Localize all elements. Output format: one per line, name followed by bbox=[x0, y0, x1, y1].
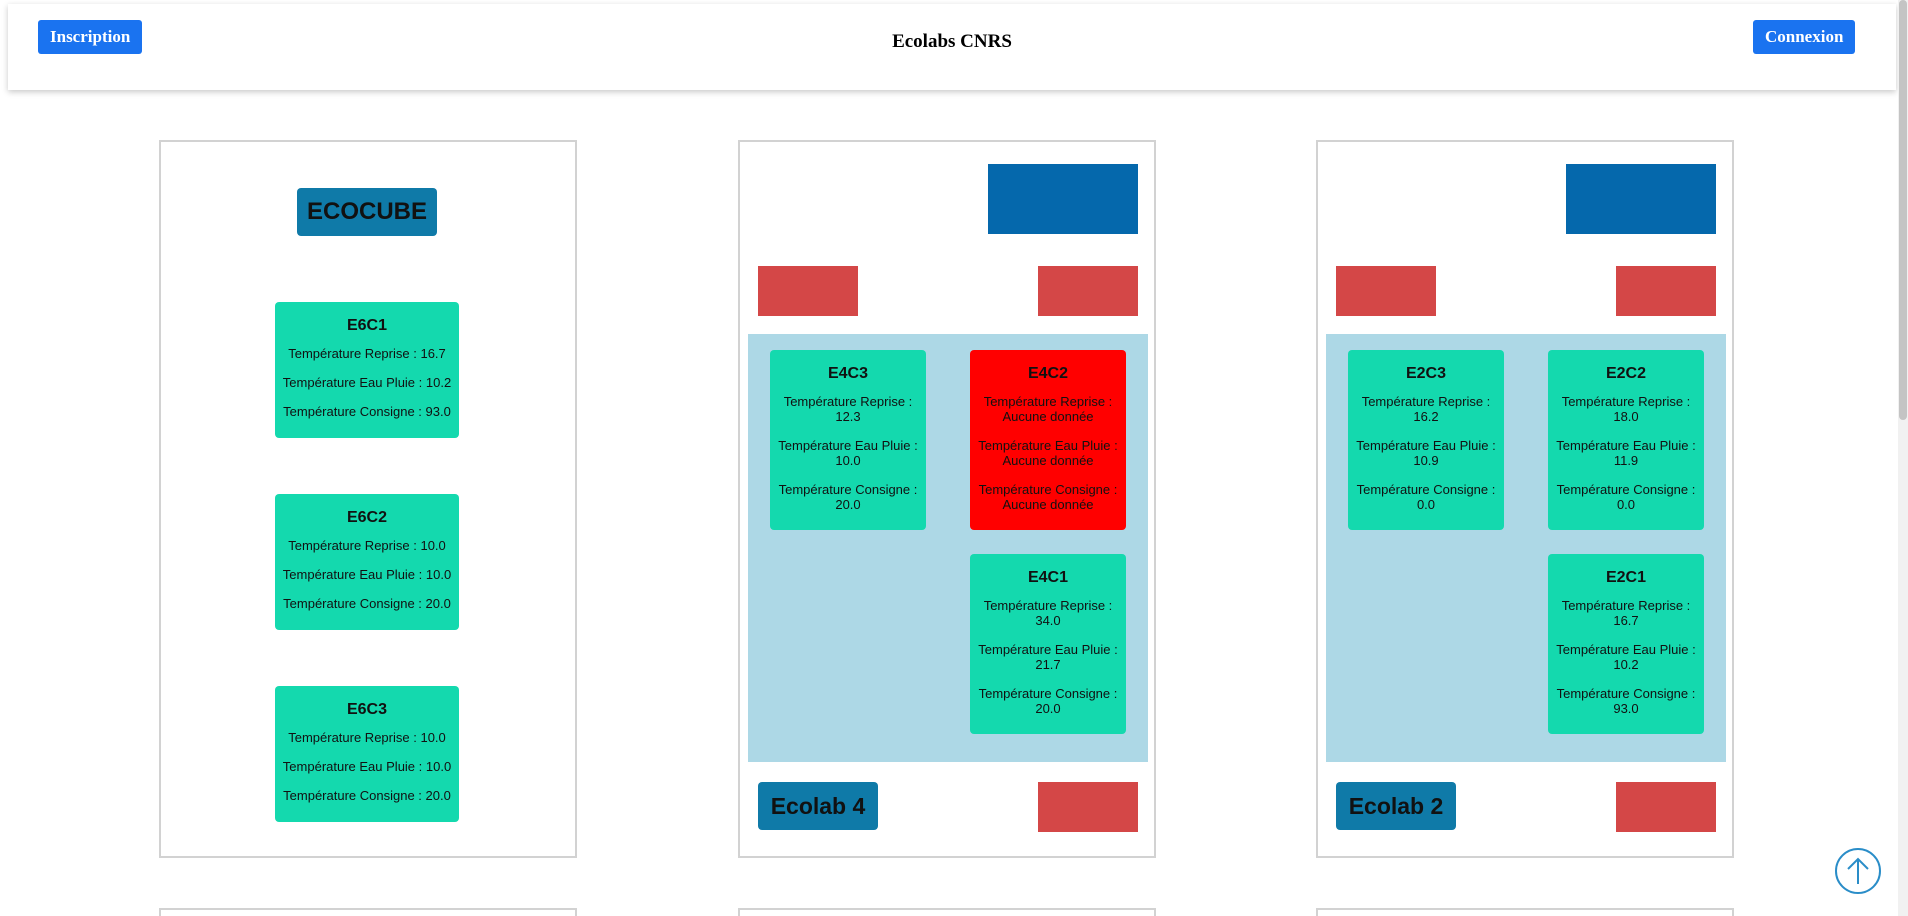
room-card-e2c2[interactable]: E2C2 Température Reprise :18.0 Températu… bbox=[1548, 350, 1704, 530]
room-name: E2C2 bbox=[1605, 365, 1647, 382]
ecolab4-badge: Ecolab 4 bbox=[758, 782, 878, 830]
temp-eau-pluie: Température Eau Pluie : 10.2 bbox=[282, 375, 452, 390]
room-name: E4C3 bbox=[827, 365, 869, 382]
red-block bbox=[1038, 266, 1138, 316]
ecolab4-panel: E4C3 Température Reprise :12.3 Températu… bbox=[738, 140, 1156, 858]
navbar: Inscription Ecolabs CNRS Connexion bbox=[8, 4, 1896, 90]
temp-reprise: Température Reprise :16.7 bbox=[1561, 598, 1691, 628]
blue-block bbox=[1566, 164, 1716, 234]
temp-eau-pluie: Température Eau Pluie :10.0 bbox=[778, 438, 918, 468]
temp-consigne: Température Consigne :20.0 bbox=[778, 482, 918, 512]
next-panel bbox=[159, 908, 577, 916]
temp-consigne: Température Consigne :Aucune donnée bbox=[978, 482, 1118, 512]
room-card-e4c3[interactable]: E4C3 Température Reprise :12.3 Températu… bbox=[770, 350, 926, 530]
temp-eau-pluie: Température Eau Pluie :10.9 bbox=[1356, 438, 1496, 468]
temp-consigne: Température Consigne :93.0 bbox=[1556, 686, 1696, 716]
arrow-up-circle-icon bbox=[1847, 857, 1869, 884]
room-card-e6c1[interactable]: E6C1 Température Reprise : 16.7 Températ… bbox=[275, 302, 459, 438]
room-name: E2C3 bbox=[1405, 365, 1447, 382]
temp-reprise: Température Reprise :16.2 bbox=[1361, 394, 1491, 424]
room-name: E4C1 bbox=[1027, 569, 1069, 586]
temp-reprise: Température Reprise : 16.7 bbox=[288, 346, 446, 361]
scroll-top-button[interactable] bbox=[1835, 848, 1881, 894]
temp-reprise: Température Reprise :Aucune donnée bbox=[983, 394, 1113, 424]
room-name: E6C3 bbox=[346, 701, 388, 718]
ecocube-badge: ECOCUBE bbox=[297, 188, 437, 236]
room-card-e6c2[interactable]: E6C2 Température Reprise : 10.0 Températ… bbox=[275, 494, 459, 630]
red-block bbox=[1616, 266, 1716, 316]
temp-eau-pluie: Température Eau Pluie :21.7 bbox=[978, 642, 1118, 672]
register-button[interactable]: Inscription bbox=[38, 20, 143, 54]
temp-reprise: Température Reprise : 10.0 bbox=[288, 730, 446, 745]
ecolab2-panel: E2C3 Température Reprise :16.2 Températu… bbox=[1316, 140, 1734, 858]
room-name: E6C2 bbox=[346, 509, 388, 526]
temp-reprise: Température Reprise :12.3 bbox=[783, 394, 913, 424]
ecocube-panel: ECOCUBE E6C1 Température Reprise : 16.7 … bbox=[159, 140, 577, 858]
room-card-e2c3[interactable]: E2C3 Température Reprise :16.2 Températu… bbox=[1348, 350, 1504, 530]
temp-eau-pluie: Température Eau Pluie : 10.0 bbox=[282, 759, 452, 774]
room-name: E4C2 bbox=[1027, 365, 1069, 382]
red-block bbox=[758, 266, 858, 316]
scrollbar-thumb[interactable] bbox=[1899, 0, 1907, 420]
temp-consigne: Température Consigne : 20.0 bbox=[283, 788, 451, 803]
temp-reprise: Température Reprise : 10.0 bbox=[288, 538, 446, 553]
temp-eau-pluie: Température Eau Pluie :11.9 bbox=[1556, 438, 1696, 468]
temp-eau-pluie: Température Eau Pluie :Aucune donnée bbox=[978, 438, 1118, 468]
temp-consigne: Température Consigne :0.0 bbox=[1556, 482, 1696, 512]
ecolab2-badge: Ecolab 2 bbox=[1336, 782, 1456, 830]
page-scrollbar[interactable] bbox=[1898, 0, 1908, 916]
temp-eau-pluie: Température Eau Pluie :10.2 bbox=[1556, 642, 1696, 672]
next-panel bbox=[738, 908, 1156, 916]
temp-consigne: Température Consigne : 20.0 bbox=[283, 596, 451, 611]
login-button[interactable]: Connexion bbox=[1753, 20, 1856, 54]
room-card-e4c1[interactable]: E4C1 Température Reprise :34.0 Températu… bbox=[970, 554, 1126, 734]
temp-eau-pluie: Température Eau Pluie : 10.0 bbox=[282, 567, 452, 582]
temp-reprise: Température Reprise :18.0 bbox=[1561, 394, 1691, 424]
room-card-e4c2[interactable]: E4C2 Température Reprise :Aucune donnée … bbox=[970, 350, 1126, 530]
next-panel bbox=[1316, 908, 1734, 916]
temp-reprise: Température Reprise :34.0 bbox=[983, 598, 1113, 628]
room-card-e2c1[interactable]: E2C1 Température Reprise :16.7 Températu… bbox=[1548, 554, 1704, 734]
red-block bbox=[1038, 782, 1138, 832]
red-block bbox=[1616, 782, 1716, 832]
room-name: E2C1 bbox=[1605, 569, 1647, 586]
temp-consigne: Température Consigne : 93.0 bbox=[283, 404, 451, 419]
blue-block bbox=[988, 164, 1138, 234]
temp-consigne: Température Consigne :20.0 bbox=[978, 686, 1118, 716]
temp-consigne: Température Consigne :0.0 bbox=[1356, 482, 1496, 512]
red-block bbox=[1336, 266, 1436, 316]
room-name: E6C1 bbox=[346, 317, 388, 334]
page-title: Ecolabs CNRS bbox=[892, 31, 1012, 52]
room-card-e6c3[interactable]: E6C3 Température Reprise : 10.0 Températ… bbox=[275, 686, 459, 822]
